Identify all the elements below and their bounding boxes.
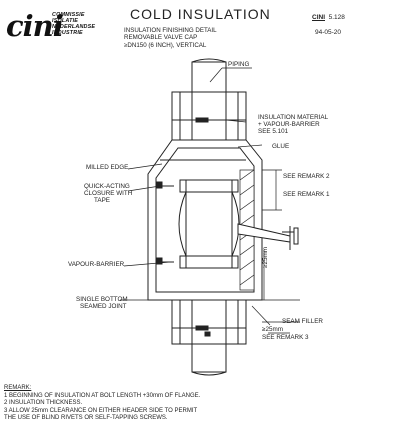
label-see-5101: SEE 5.101	[258, 128, 289, 135]
label-see-remark-2: SEE REMARK 2	[283, 173, 330, 180]
label-milled-edge: MILLED EDGE	[86, 164, 129, 171]
org-line: INDUSTRIE	[52, 30, 83, 36]
document-date: 94-05-20	[315, 29, 342, 36]
label-dim-25mm: ≥25mm	[262, 326, 283, 333]
cini-logo: cini	[6, 9, 64, 43]
document-number: CINI 5.128	[312, 14, 345, 21]
drawing-subtitle: INSULATION FINISHING DETAIL REMOVABLE VA…	[124, 27, 217, 49]
label-single-bottom-2: SEAMED JOINT	[80, 303, 127, 310]
lower-insulation	[171, 299, 247, 345]
remark-item: 3 ALLOW 25mm CLEARANCE ON EITHER HEADER …	[4, 407, 198, 414]
subtitle-line: REMOVABLE VALVE CAP	[124, 34, 198, 42]
label-vapour-barrier: VAPOUR-BARRIER	[68, 261, 125, 268]
label-piping: PIPING	[228, 61, 250, 68]
label-quick-acting-3: TAPE	[94, 197, 110, 204]
valve-body	[160, 179, 240, 269]
label-quick-acting-1: QUICK-ACTING	[84, 183, 130, 190]
remark-item: 2 INSULATION THICKNESS.	[4, 400, 83, 407]
organization-name: COMMISSIE ISOLATIE NEDERLANDSE INDUSTRIE	[52, 12, 95, 36]
leader-lines	[120, 67, 271, 326]
doc-prefix: CINI	[312, 14, 325, 21]
drawing-title: COLD INSULATION	[130, 6, 271, 22]
label-vapour-barrier-plus: + VAPOUR-BARRIER	[258, 121, 320, 128]
remark-item: 1 BEGINNING OF INSULATION AT BOLT LENGTH…	[4, 392, 201, 399]
label-seam-filler: SEAM FILLER	[282, 318, 323, 325]
label-see-remark-3: SEE REMARK 3	[262, 334, 309, 341]
upper-insulation	[171, 91, 247, 141]
remarks-heading: REMARK:	[4, 385, 32, 391]
label-insulation-material: INSULATION MATERIAL	[258, 114, 329, 121]
remark-item: THE USE OF BLIND RIVETS OR SELF-TAPPING …	[4, 415, 168, 422]
valve-spindle	[237, 223, 299, 250]
subtitle-line: INSULATION FINISHING DETAIL	[124, 27, 217, 34]
label-quick-acting-2: CLOSURE WITH	[84, 190, 133, 197]
org-line: NEDERLANDSE	[52, 24, 96, 30]
dimension-lines	[262, 169, 300, 334]
label-see-remark-1: SEE REMARK 1	[283, 191, 330, 198]
label-dim-25mm-vertical: ≥25mm	[262, 247, 269, 268]
label-glue: GLUE	[272, 143, 290, 150]
doc-number-value: 5.128	[328, 14, 345, 21]
closures	[156, 181, 211, 337]
subtitle-line: ≥DN150 (6 INCH), VERTICAL	[124, 41, 207, 49]
org-line: COMMISSIE	[52, 12, 85, 18]
remarks-block: REMARK: 1 BEGINNING OF INSULATION AT BOL…	[4, 385, 200, 423]
org-line: ISOLATIE	[52, 18, 79, 24]
label-single-bottom-1: SINGLE BOTTOM	[76, 296, 128, 303]
